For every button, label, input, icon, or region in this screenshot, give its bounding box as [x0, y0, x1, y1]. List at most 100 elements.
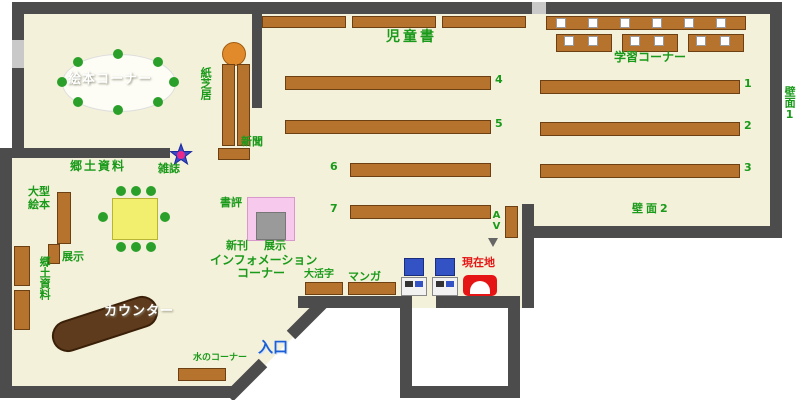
bookshelf: [348, 282, 396, 295]
seat-dot: [116, 186, 126, 196]
wall: [12, 148, 170, 158]
wall: [0, 386, 233, 398]
door: [12, 40, 24, 68]
label-new-books-exhibit: 展示: [264, 239, 286, 252]
wall: [12, 2, 782, 14]
wall: [298, 296, 400, 308]
wall: [12, 2, 24, 148]
label-local-materials-top: 郷土資料: [70, 159, 127, 173]
label-water-corner: 水のコーナー: [193, 353, 248, 363]
display-stand: [256, 212, 286, 240]
seat-dot: [116, 242, 126, 252]
shelf-number-3: 3: [744, 161, 752, 174]
seat-dot: [73, 57, 83, 67]
shelf-number-1: 1: [744, 77, 752, 90]
bookshelf: [285, 76, 491, 90]
label-local-materials-left: 郷土資料: [38, 256, 52, 300]
wall: [400, 386, 520, 398]
study-seat: [588, 36, 598, 46]
bookshelf: [442, 16, 526, 28]
label-large-picture-book-2: 絵本: [28, 198, 50, 211]
study-seat: [652, 18, 662, 28]
label-exhibit: 展示: [62, 250, 84, 263]
label-av: AV: [491, 210, 502, 232]
floor-area: [0, 2, 782, 398]
label-large-picture-book-1: 大型: [28, 185, 50, 198]
seat-dot: [153, 57, 163, 67]
study-seat: [620, 18, 630, 28]
door: [532, 2, 546, 14]
seat-dot: [146, 186, 156, 196]
magazine-star-center: [177, 151, 185, 159]
label-entrance: 入口: [258, 338, 289, 356]
label-study-corner: 学習コーナー: [614, 50, 687, 64]
wall: [770, 2, 782, 238]
bookshelf: [305, 282, 343, 295]
seat-dot: [169, 77, 179, 87]
bookshelf: [540, 164, 740, 178]
label-kamishibai: 紙芝居: [199, 67, 213, 100]
label-picture-book-corner: 絵本コーナー: [68, 72, 153, 87]
seat-dot: [113, 105, 123, 115]
bookshelf: [285, 120, 491, 134]
bookshelf: [540, 122, 740, 136]
seat-dot: [160, 212, 170, 222]
wall: [252, 2, 262, 108]
shelf-number-2: 2: [744, 119, 752, 132]
reading-table: [112, 198, 158, 240]
bookshelf: [14, 290, 30, 330]
wall: [522, 204, 534, 308]
bookshelf: [178, 368, 226, 381]
study-seat: [654, 36, 664, 46]
bookshelf: [352, 16, 436, 28]
bookshelf: [262, 16, 346, 28]
label-book-review: 書評: [220, 196, 242, 209]
label-newspaper: 新聞: [241, 135, 263, 148]
wall: [0, 148, 12, 398]
opac-slot: [415, 281, 423, 287]
bookshelf: [237, 64, 250, 146]
kamishibai-stool: [222, 42, 246, 66]
seat-dot: [153, 97, 163, 107]
study-seat: [716, 18, 726, 28]
wall: [508, 296, 520, 398]
av-marker-icon: [488, 238, 498, 247]
seat-dot: [131, 186, 141, 196]
study-seat: [720, 36, 730, 46]
seat-dot: [113, 49, 123, 59]
bookshelf: [540, 80, 740, 94]
label-wall-2: 壁面2: [632, 202, 671, 215]
label-wall-1: 壁面1: [783, 86, 797, 121]
label-counter: カウンター: [104, 304, 175, 319]
label-information-1: インフォメーション: [210, 253, 318, 267]
opac-screen: [404, 258, 424, 276]
study-seat: [684, 18, 694, 28]
seat-dot: [98, 212, 108, 222]
av-shelf: [505, 206, 518, 238]
study-seat: [564, 36, 574, 46]
study-seat: [588, 18, 598, 28]
wall: [436, 296, 508, 308]
label-large-print: 大活字: [304, 269, 334, 280]
bookshelf: [218, 148, 250, 160]
study-seat: [630, 36, 640, 46]
bookshelf: [350, 163, 491, 177]
bookshelf: [57, 192, 71, 244]
label-magazine: 雑誌: [158, 162, 180, 175]
shelf-number-7: 7: [330, 202, 338, 215]
opac-slot: [436, 281, 444, 287]
opac-screen: [435, 258, 455, 276]
bookshelf: [350, 205, 491, 219]
bookshelf: [222, 64, 235, 146]
entrance-wall-lower: [224, 358, 268, 400]
seat-dot: [146, 242, 156, 252]
seat-dot: [73, 97, 83, 107]
seat-dot: [131, 242, 141, 252]
shelf-number-5: 5: [495, 117, 503, 130]
label-current-location: 現在地: [462, 256, 495, 269]
label-information-2: コーナー: [237, 266, 286, 280]
bookshelf: [14, 246, 30, 286]
study-seat: [556, 18, 566, 28]
current-location-arc: [470, 281, 490, 294]
